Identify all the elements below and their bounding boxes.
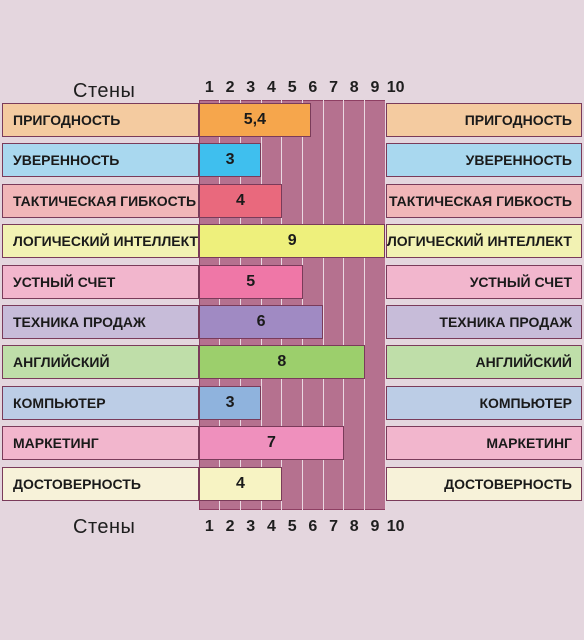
x-tick-label: 6 xyxy=(308,518,318,535)
x-tick-label: 7 xyxy=(329,518,338,535)
category-label-left: АНГЛИЙСКИЙ xyxy=(2,345,199,380)
gridline xyxy=(364,100,366,510)
gridline xyxy=(343,100,345,510)
x-tick-label: 8 xyxy=(349,518,359,535)
category-label-right: МАРКЕТИНГ xyxy=(386,426,582,461)
category-label-left: ЛОГИЧЕСКИЙ ИНТЕЛЛЕКТ xyxy=(2,224,199,259)
category-label-left: УВЕРЕННОСТЬ xyxy=(2,143,199,178)
category-label-right: АНГЛИЙСКИЙ xyxy=(386,345,582,380)
x-tick-label: 9 xyxy=(370,518,380,535)
x-tick-label: 9 xyxy=(370,79,380,96)
category-label-right: УСТНЫЙ СЧЕТ xyxy=(386,264,582,299)
bar: 4 xyxy=(199,183,282,218)
category-label-right: ТЕХНИКА ПРОДАЖ xyxy=(386,305,582,339)
x-tick-label: 4 xyxy=(266,79,276,96)
category-label-right: ТАКТИЧЕСКАЯ ГИБКОСТЬ xyxy=(386,183,582,218)
bar: 9 xyxy=(199,224,386,259)
bar: 5,4 xyxy=(199,103,311,137)
x-tick-label: 1 xyxy=(204,518,214,535)
bar: 4 xyxy=(199,466,282,501)
x-tick-label: 5 xyxy=(287,79,297,96)
scale-label-top: Стены xyxy=(73,80,136,102)
x-tick-label: 5 xyxy=(287,518,297,535)
x-tick-label: 7 xyxy=(329,79,338,96)
x-tick-label: 3 xyxy=(246,79,256,96)
x-tick-label: 6 xyxy=(308,79,318,96)
bar: 5 xyxy=(199,264,303,299)
x-tick-label: 4 xyxy=(266,518,276,535)
category-label-right: ДОСТОВЕРНОСТЬ xyxy=(386,466,582,501)
gridline xyxy=(322,100,324,510)
x-tick-label: 2 xyxy=(225,518,235,535)
x-tick-label: 10 xyxy=(386,79,405,96)
category-label-left: МАРКЕТИНГ xyxy=(2,426,199,461)
x-tick-label: 3 xyxy=(246,518,256,535)
x-tick-label: 2 xyxy=(225,79,235,96)
x-tick-label: 10 xyxy=(386,518,405,535)
bar: 3 xyxy=(199,143,262,178)
category-label-left: КОМПЬЮТЕР xyxy=(2,385,199,420)
category-label-right: КОМПЬЮТЕР xyxy=(386,385,582,420)
category-label-right: ПРИГОДНОСТЬ xyxy=(386,103,582,137)
category-label-right: ЛОГИЧЕСКИЙ ИНТЕЛЛЕКТ xyxy=(386,224,582,259)
category-label-left: ТЕХНИКА ПРОДАЖ xyxy=(2,305,199,339)
category-label-left: ДОСТОВЕРНОСТЬ xyxy=(2,466,199,501)
category-label-left: ТАКТИЧЕСКАЯ ГИБКОСТЬ xyxy=(2,183,199,218)
category-label-left: УСТНЫЙ СЧЕТ xyxy=(2,264,199,299)
category-label-left: ПРИГОДНОСТЬ xyxy=(2,103,199,137)
x-tick-label: 8 xyxy=(349,79,359,96)
x-tick-label: 1 xyxy=(204,79,214,96)
bar: 8 xyxy=(199,345,365,380)
scale-label-bottom: Стены xyxy=(73,516,136,538)
bar: 7 xyxy=(199,426,344,461)
bar: 3 xyxy=(199,385,262,420)
category-label-right: УВЕРЕННОСТЬ xyxy=(386,143,582,178)
gridline xyxy=(384,100,386,510)
bar: 6 xyxy=(199,305,324,339)
